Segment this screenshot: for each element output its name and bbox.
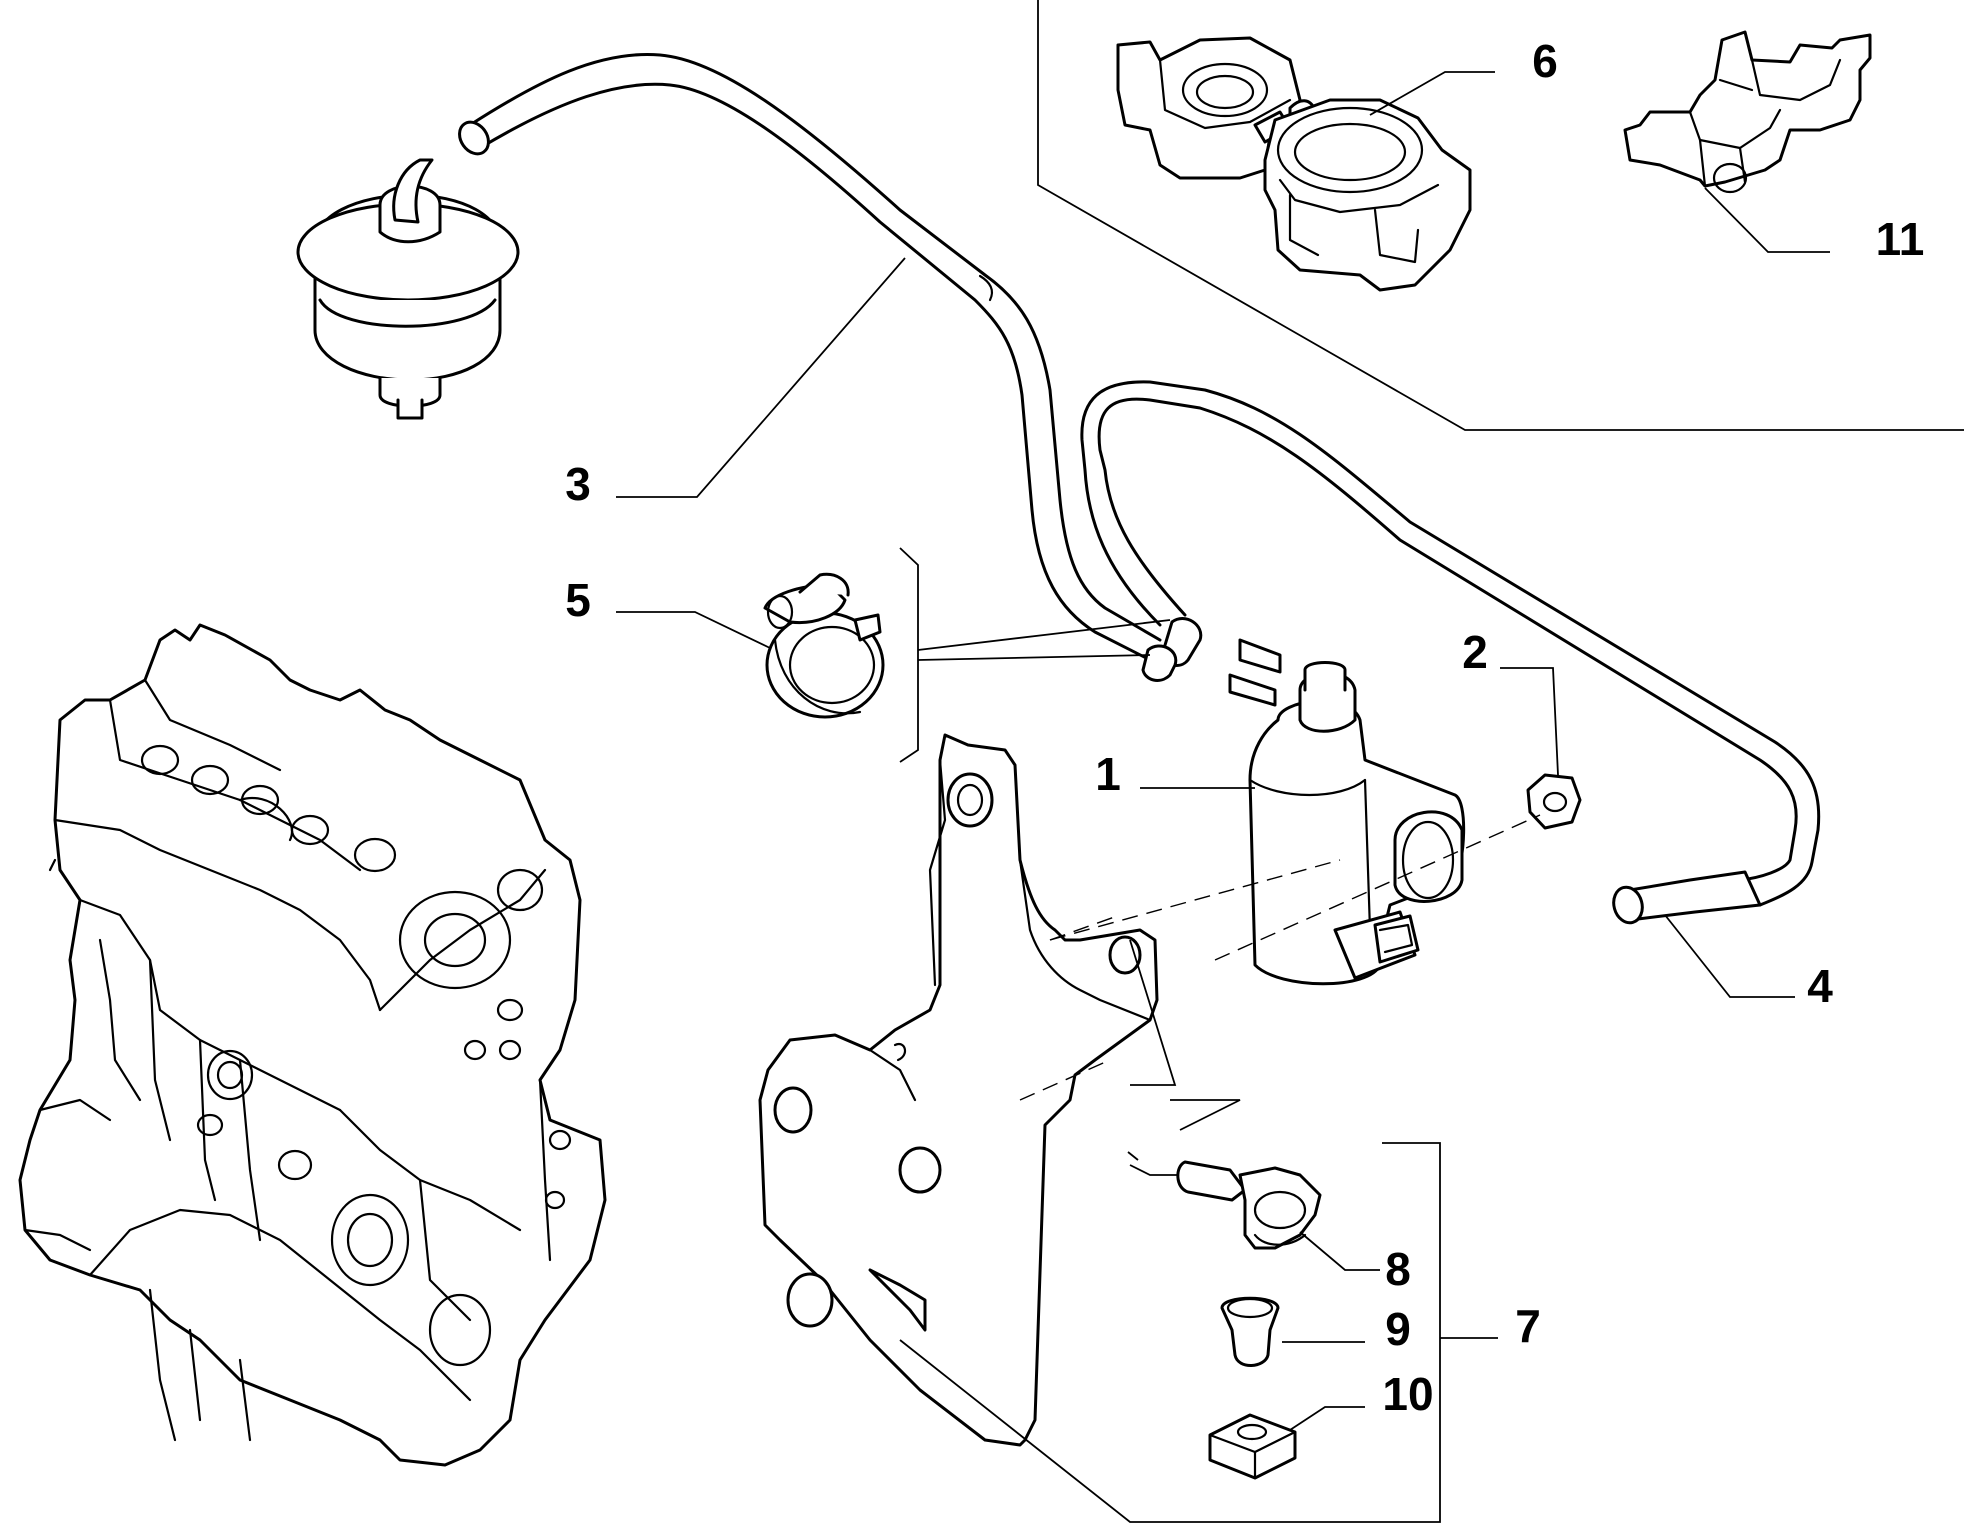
callout-8: 8 (1385, 1243, 1411, 1295)
leader-part-2 (1500, 667, 1559, 776)
leader-part-7-bracket (899, 1142, 1441, 1523)
callout-7: 7 (1515, 1300, 1541, 1352)
pipe-clip-part-11 (1623, 30, 1872, 194)
callout-9: 9 (1385, 1303, 1411, 1355)
callout-2: 2 (1462, 626, 1488, 678)
engine-block (18, 623, 607, 1467)
assembly-bracket-lines (899, 547, 1171, 763)
leader-bracket-hole-2 (1170, 1099, 1241, 1131)
leader-part-11 (1704, 187, 1830, 253)
hose-part-4 (1080, 380, 1821, 925)
leader-bolt-stub (1127, 1151, 1178, 1176)
leader-part-8 (1299, 1231, 1380, 1271)
leader-part-4 (1664, 914, 1795, 998)
leader-part-5 (616, 611, 771, 649)
nut-part-2 (1526, 773, 1582, 830)
bolt-part-8 (1176, 1160, 1322, 1250)
solenoid-valve-part-1 (1228, 638, 1466, 986)
inset-frame (1037, 0, 1964, 431)
callout-6: 6 (1532, 35, 1558, 87)
callout-11: 11 (1876, 213, 1925, 265)
double-pipe-clip-part-6 (1116, 36, 1472, 292)
leader-part-3 (616, 257, 906, 498)
callout-10: 10 (1382, 1368, 1433, 1420)
callout-5: 5 (565, 574, 591, 626)
callout-1: 1 (1095, 748, 1121, 800)
leader-part-6 (1369, 71, 1495, 116)
square-nut-part-10 (1208, 1413, 1297, 1480)
callout-3: 3 (565, 458, 591, 510)
hose-part-3 (458, 52, 1203, 682)
callout-4: 4 (1807, 960, 1833, 1012)
vacuum-reservoir-canister (296, 158, 520, 420)
leader-part-10 (1289, 1406, 1365, 1431)
alignment-dashed-lines (1019, 814, 1541, 1101)
leader-lines (616, 71, 1830, 1523)
spacer-part-9 (1220, 1296, 1280, 1367)
mounting-bracket (758, 733, 1159, 1447)
leader-bracket-hole (1129, 939, 1177, 1086)
callout-labels: 1 2 3 4 5 6 7 8 9 10 11 (565, 35, 1924, 1420)
hose-clamp-part-5 (763, 572, 885, 719)
